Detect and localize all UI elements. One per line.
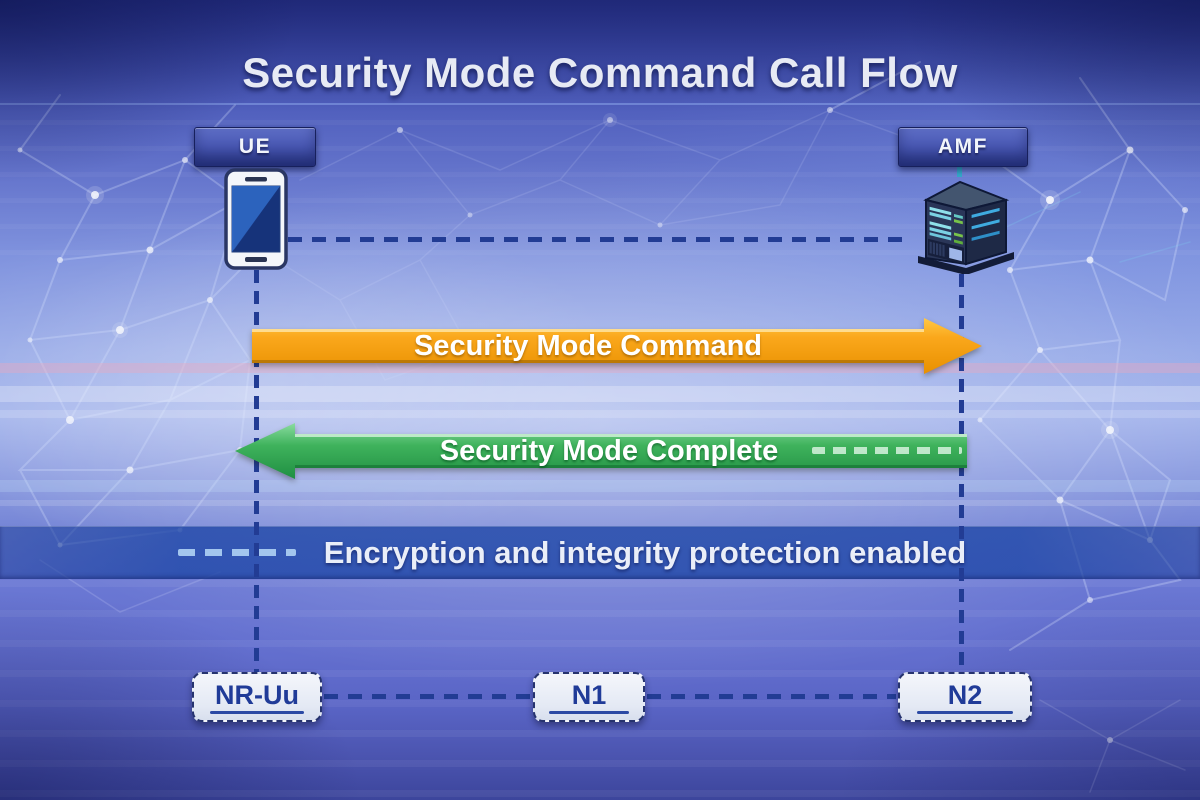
interface-link-line-2: [647, 694, 896, 699]
cyan-glow-band: [0, 480, 1200, 492]
interface-underline: [549, 710, 629, 714]
amf-connector-stub: [957, 164, 962, 177]
command-arrow-label: Security Mode Command: [413, 330, 763, 362]
page-title: Security Mode Command Call Flow: [242, 49, 958, 96]
complete-arrow-label: Security Mode Complete: [439, 435, 779, 467]
note-label: Encryption and integrity protection enab…: [323, 535, 967, 570]
interface-box-n2: N2: [898, 672, 1032, 722]
server-icon: [918, 180, 1014, 274]
white-glow-band: [0, 410, 1200, 418]
interface-underline: [916, 710, 1014, 714]
interface-label-n2: N2: [947, 679, 983, 710]
interface-label-nruu: NR-Uu: [215, 679, 299, 710]
entity-label-amf: AMF: [938, 135, 988, 158]
interface-box-nruu: NR-Uu: [192, 672, 322, 722]
entity-box-amf: AMF: [898, 127, 1028, 167]
complete-arrow: [235, 423, 967, 479]
interface-label-n1: N1: [571, 679, 607, 710]
white-glow-band: [0, 500, 1200, 506]
smartphone-icon: [224, 168, 288, 270]
ue-amf-link-line: [288, 237, 912, 242]
complete-arrow-dashed-tail: [812, 447, 962, 454]
entity-box-ue: UE: [194, 127, 316, 167]
amf-lifeline: [959, 274, 964, 672]
entity-label-ue: UE: [238, 135, 272, 158]
white-glow-band: [0, 386, 1200, 402]
interface-underline: [210, 710, 304, 714]
interface-box-n1: N1: [533, 672, 645, 722]
interface-link-line-1: [324, 694, 531, 699]
ue-lifeline: [254, 270, 259, 672]
command-arrow: [252, 318, 982, 374]
note-dashed-line: [178, 549, 296, 556]
